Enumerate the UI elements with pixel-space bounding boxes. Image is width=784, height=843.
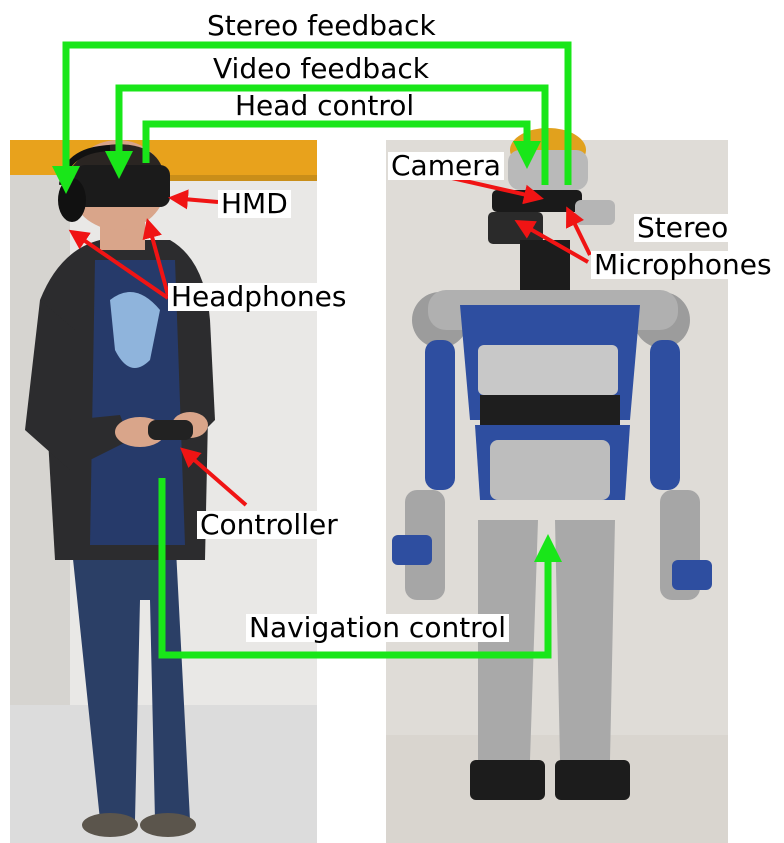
microphones-pointer-2 [566, 206, 592, 256]
video-feedback-link [105, 84, 549, 185]
stereo-feedback-label: Stereo feedback [204, 12, 439, 40]
hmd-label: HMD [218, 190, 291, 218]
head-control-link [142, 120, 541, 169]
camera-label: Camera [388, 152, 504, 180]
headphones-pointer-2 [142, 218, 170, 296]
stereo-feedback-link [52, 41, 572, 194]
controller-pointer [179, 447, 248, 507]
navigation-control-link [158, 478, 562, 659]
microphones-pointer-1 [514, 220, 589, 264]
microphones-label: Microphones [591, 251, 775, 279]
head-control-label: Head control [232, 92, 418, 120]
headphones-pointer-1 [68, 229, 170, 300]
headphones-label: Headphones [168, 283, 350, 311]
video-feedback-label: Video feedback [210, 55, 432, 83]
hmd-pointer [168, 189, 219, 210]
navigation-control-label: Navigation control [246, 614, 509, 642]
controller-label: Controller [197, 511, 341, 539]
operator-photo [10, 140, 317, 843]
camera-pointer [451, 176, 544, 205]
stereo-label: Stereo [634, 214, 732, 242]
